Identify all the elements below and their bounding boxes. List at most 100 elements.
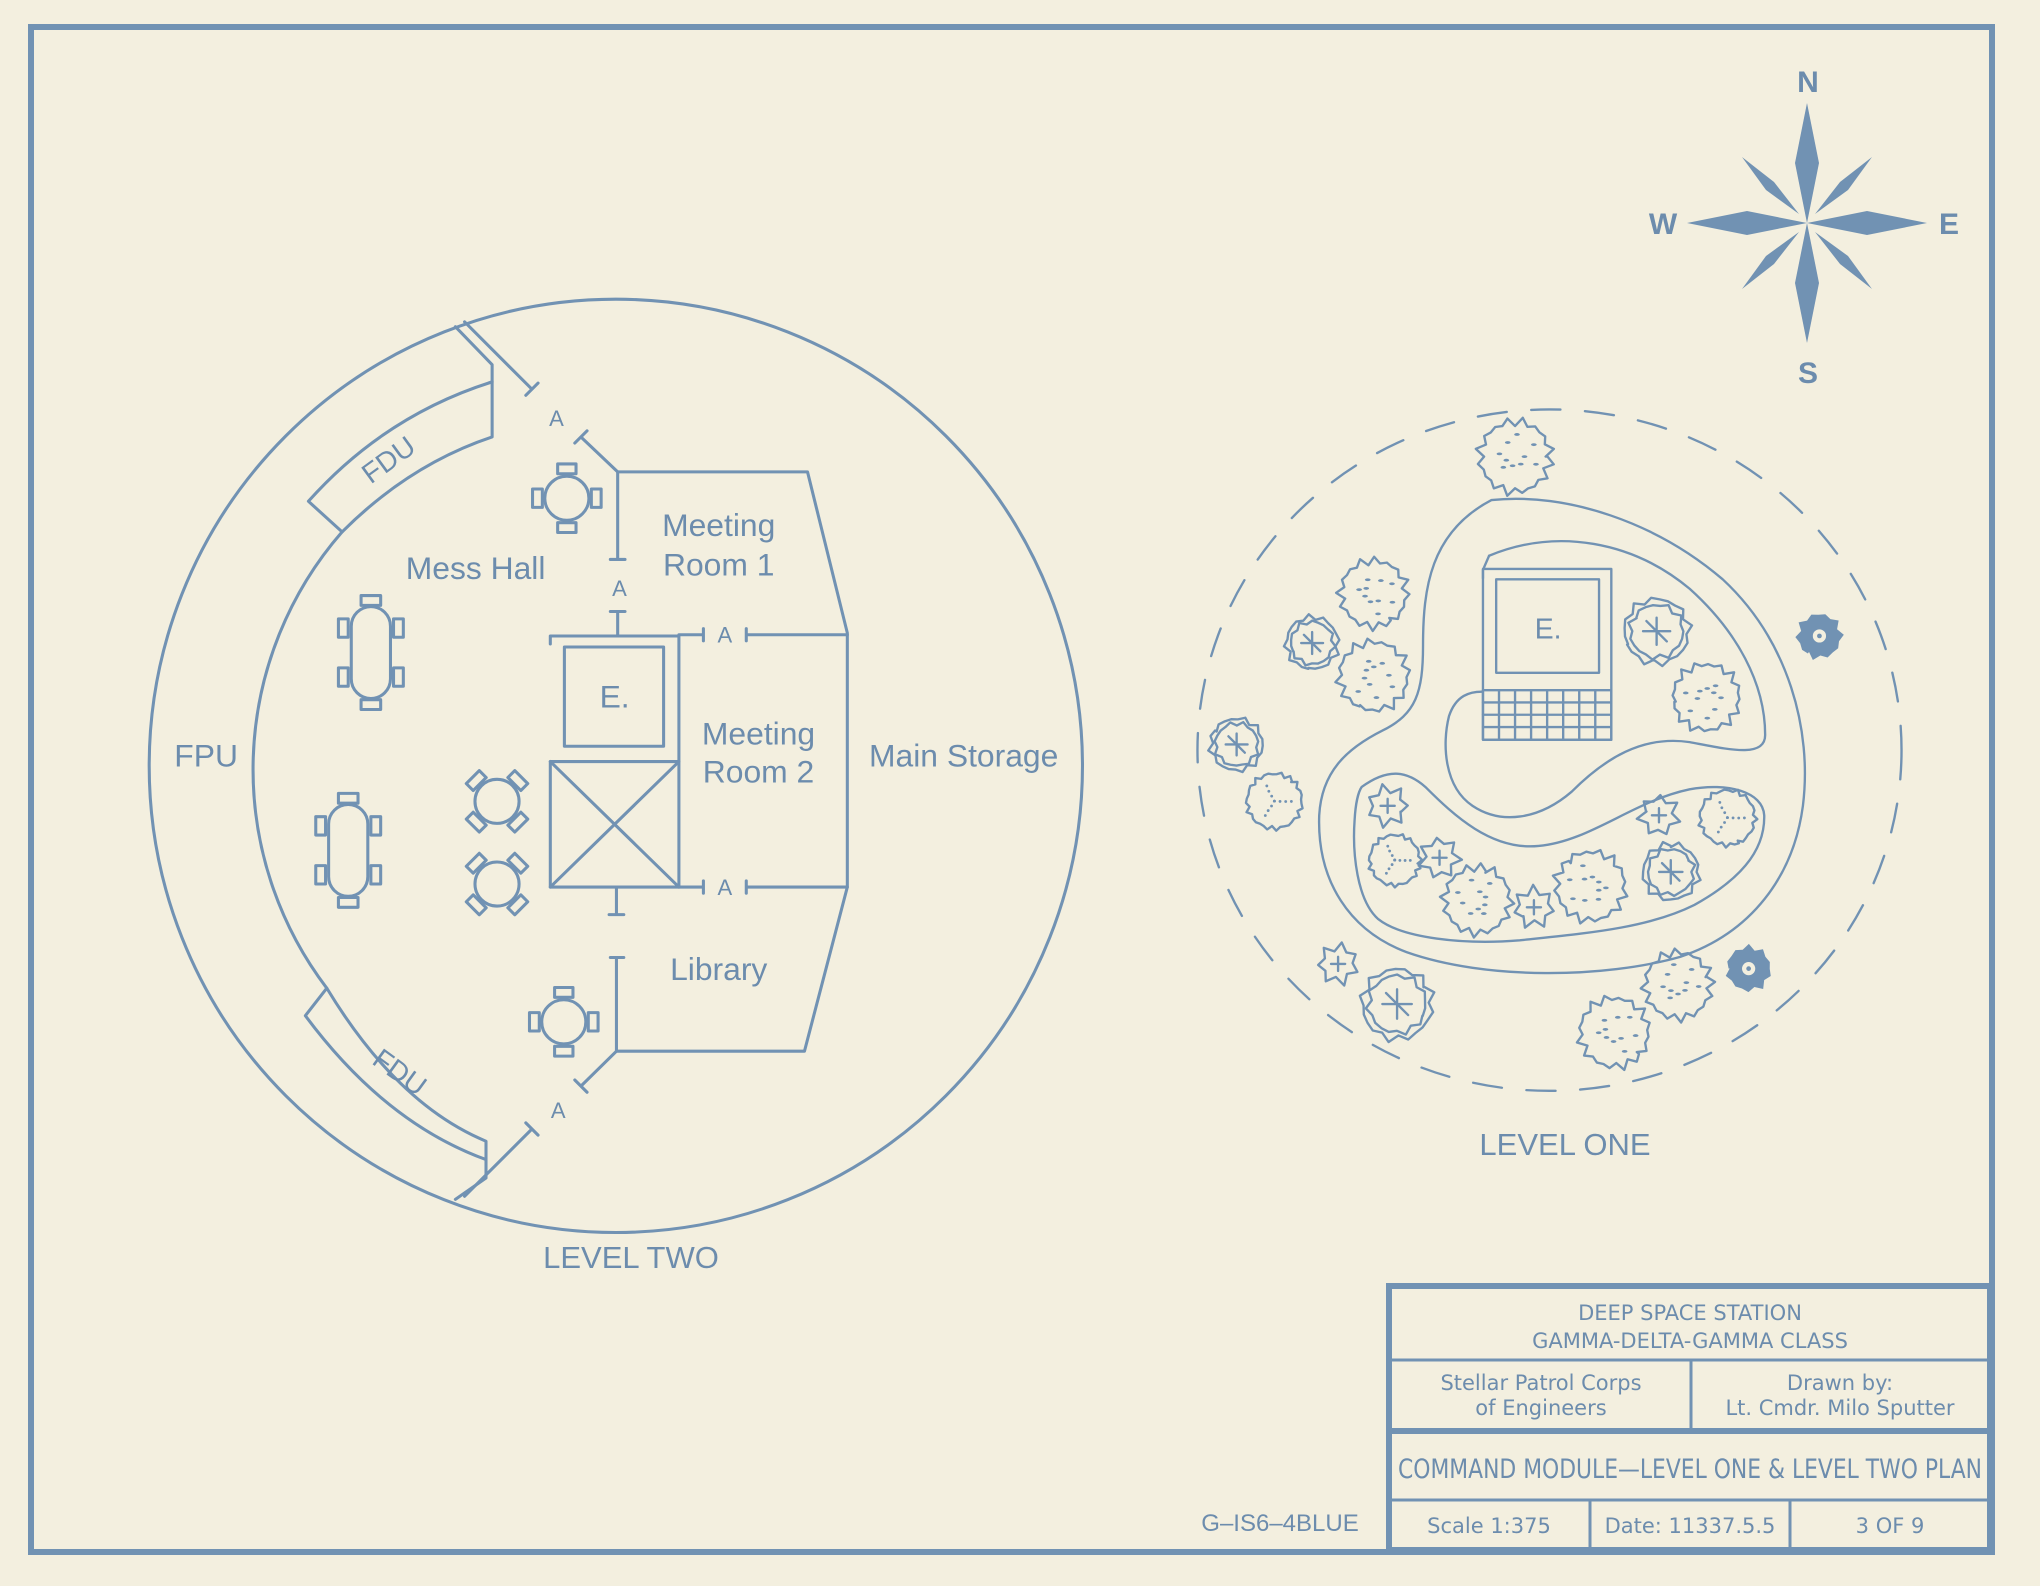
station-name: DEEP SPACE STATION	[1578, 1301, 1802, 1325]
tree-veins	[1300, 630, 1325, 656]
tree-texture	[1367, 600, 1374, 604]
tree-icon	[1367, 833, 1424, 889]
tree-icon	[1207, 716, 1264, 774]
tree-texture	[1390, 854, 1394, 857]
tree-icon	[1795, 614, 1844, 661]
tree-canopy	[1671, 662, 1741, 733]
chair-icon	[553, 985, 575, 999]
tree-texture	[1521, 455, 1528, 459]
drawing-code: G–IS6–4BLUE	[1201, 1510, 1358, 1537]
room-label-meeting-room-2-line1: Meeting	[702, 715, 815, 751]
tree-texture	[1389, 582, 1395, 586]
access-marker: A	[549, 406, 564, 431]
compass-south: S	[1798, 357, 1818, 390]
tree-texture	[1725, 816, 1729, 820]
tree-texture	[1570, 897, 1576, 901]
tree-icon	[1438, 862, 1516, 939]
access-marker: A	[717, 623, 732, 648]
tree-texture	[1687, 709, 1694, 713]
floor-grate	[1481, 689, 1613, 741]
chair-icon	[506, 769, 530, 793]
tree-icon	[1575, 994, 1651, 1072]
tree-texture	[1581, 899, 1588, 902]
tree-canopy	[1334, 637, 1412, 713]
chair-icon	[556, 521, 578, 535]
flower-dot	[1817, 633, 1822, 639]
tree-veins	[1381, 988, 1413, 1020]
tree-texture	[1486, 882, 1493, 885]
room-label-main-storage: Main Storage	[869, 737, 1058, 773]
tree-icon	[1641, 840, 1702, 902]
tree-icon	[1697, 788, 1759, 849]
tree-texture	[1509, 464, 1516, 468]
tree-texture	[1403, 859, 1407, 862]
chair-icon	[359, 698, 383, 712]
wall	[608, 609, 627, 638]
tree-texture	[1378, 579, 1384, 583]
tree-texture	[1363, 587, 1370, 590]
door-wall	[573, 1049, 618, 1094]
tree-icon	[1334, 555, 1411, 633]
drawn-by-name: Lt. Cmdr. Milo Sputter	[1725, 1396, 1954, 1420]
tree-texture	[1580, 864, 1586, 868]
level-two-plan: FPU FDU FDU Mess Hall Meeting Room 1 Mee…	[147, 297, 1085, 1235]
tree-texture	[1355, 690, 1362, 693]
tree-texture	[1388, 849, 1392, 853]
tree-texture	[1265, 784, 1269, 788]
tree-canopy	[1474, 416, 1556, 497]
door-wall	[463, 320, 540, 397]
level-one-plan: E.	[1196, 408, 1903, 1093]
drawn-by-label: Drawn by:	[1787, 1371, 1893, 1395]
shaft-cross	[548, 760, 681, 889]
tree-center	[1379, 797, 1396, 815]
tree-texture	[1496, 452, 1503, 456]
chair-icon	[369, 864, 383, 886]
tree-canopy	[1627, 604, 1685, 661]
door-wall	[573, 429, 620, 474]
tree-canopy	[1513, 883, 1555, 929]
tree-icon	[1671, 662, 1741, 733]
chair-icon	[336, 666, 350, 688]
tree-texture	[1476, 890, 1483, 894]
tree-texture	[1480, 912, 1487, 915]
tree-icon	[1368, 783, 1409, 829]
tree-canopy	[1364, 973, 1427, 1036]
tree-texture	[1716, 830, 1720, 834]
chair-icon	[464, 893, 488, 917]
tree-texture	[1370, 665, 1377, 669]
tree-center	[1329, 955, 1347, 973]
tree-texture	[1682, 691, 1689, 695]
tree-texture	[1531, 443, 1537, 447]
chair-icon	[506, 851, 530, 875]
tree-icon	[1474, 416, 1556, 497]
tree-texture	[1683, 981, 1690, 985]
tree-texture	[1387, 867, 1391, 871]
tree-texture	[1373, 696, 1380, 699]
tree-texture	[1468, 878, 1475, 882]
tree-canopy	[1282, 613, 1341, 671]
room-label-meeting-room-1-line1: Meeting	[662, 507, 775, 543]
tree-texture	[1272, 799, 1276, 803]
chair-icon	[314, 864, 328, 886]
scale: Scale 1:375	[1427, 1514, 1551, 1538]
tree-texture	[1365, 659, 1372, 663]
tree-texture	[1675, 992, 1681, 996]
tree-texture	[1595, 1031, 1602, 1035]
tree-canopy	[1316, 941, 1359, 987]
tree-texture	[1731, 816, 1735, 820]
tree-texture	[1390, 863, 1394, 866]
tree-canopy	[1367, 833, 1424, 889]
tree-texture	[1364, 578, 1371, 582]
tree-texture	[1408, 858, 1412, 862]
tree-texture	[1626, 1015, 1633, 1019]
compass-rose-icon: N S W E	[1649, 66, 1959, 390]
tree-texture	[1610, 1040, 1617, 1043]
chair-icon	[392, 666, 405, 688]
tree-texture	[1581, 877, 1588, 881]
compass-north: N	[1797, 66, 1819, 99]
tree-texture	[1389, 600, 1396, 604]
tree-texture	[1596, 880, 1602, 884]
door-wall	[463, 1121, 540, 1198]
tree-texture	[1503, 458, 1510, 462]
tree-icon	[1244, 771, 1304, 832]
